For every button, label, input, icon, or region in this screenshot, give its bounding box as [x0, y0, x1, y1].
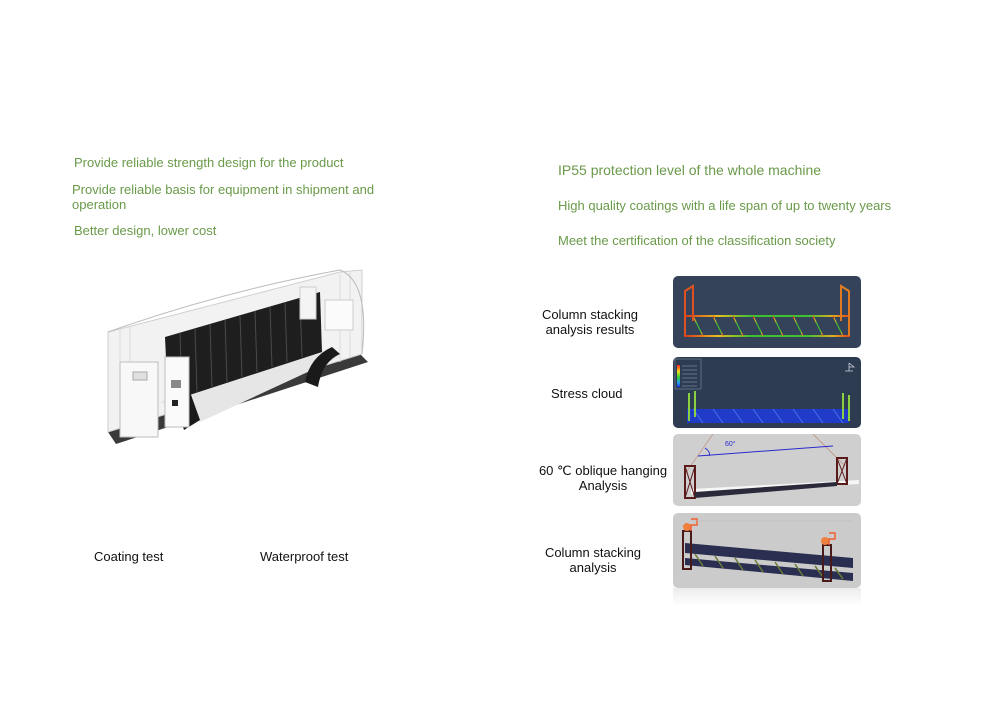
feature-coating-lifespan: High quality coatings with a life span o…: [558, 198, 892, 213]
container-cutaway-image: [100, 262, 400, 452]
label-line: 60 ℃ oblique hanging: [538, 463, 668, 478]
label-line: Analysis: [578, 478, 628, 493]
analysis-label-oblique-hanging: 60 ℃ oblique hanging Analysis: [538, 463, 668, 493]
analysis-label-column-stacking: Column stacking analysis: [533, 545, 653, 575]
label-line: analysis results: [545, 322, 635, 337]
feature-strength-design: Provide reliable strength design for the…: [74, 155, 344, 170]
angle-label: 60°: [725, 440, 736, 448]
analysis-label-column-stacking-results: Column stacking analysis results: [535, 307, 645, 337]
feature-certification: Meet the certification of the classifica…: [558, 233, 836, 248]
label-line: Column stacking: [541, 307, 639, 322]
waterproof-test-label: Waterproof test: [260, 549, 349, 564]
feature-shipment-basis: Provide reliable basis for equipment in …: [72, 182, 375, 212]
label-line: analysis: [569, 560, 617, 575]
oblique-hanging-image: 60°: [673, 434, 861, 506]
column-stacking-analysis-image: [673, 513, 861, 588]
coating-test-label: Coating test: [94, 549, 164, 564]
column-stacking-results-image: [673, 276, 861, 348]
analysis-label-stress-cloud: Stress cloud: [551, 386, 623, 401]
stress-cloud-image: [673, 357, 861, 428]
panel-reflection: [673, 588, 861, 606]
feature-ip55: IP55 protection level of the whole machi…: [558, 162, 822, 178]
feature-lower-cost: Better design, lower cost: [74, 223, 217, 238]
label-line: Column stacking: [544, 545, 642, 560]
